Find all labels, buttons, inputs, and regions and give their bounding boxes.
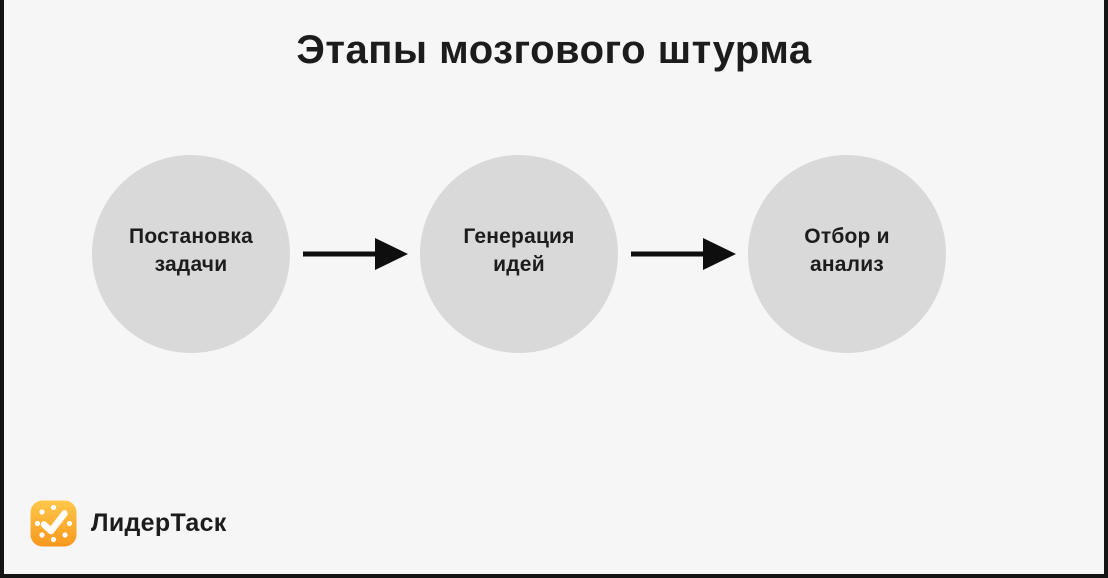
connector-1 <box>290 236 420 272</box>
brand-name: ЛидерТаск <box>91 509 227 537</box>
step-label-line: Отбор и <box>804 225 890 249</box>
step-label: Генерация идей <box>463 223 574 278</box>
step-label-line: задачи <box>154 253 228 276</box>
check-clock-icon <box>30 500 77 547</box>
arrow-right-icon <box>302 238 408 270</box>
arrow-right-icon <box>630 238 736 270</box>
step-label-line: идей <box>493 253 545 276</box>
step-label-line: Генерация <box>463 225 575 249</box>
step-label-line: Постановка <box>129 225 253 249</box>
step-circle-idea-generation: Генерация идей <box>420 155 618 353</box>
page-title: Этапы мозгового штурма <box>296 28 812 72</box>
step-label: Отбор и анализ <box>804 223 889 278</box>
flow-diagram: Постановка задачи Генерация идей <box>92 155 946 353</box>
step-label-line: анализ <box>810 253 884 276</box>
brand-footer: ЛидерТаск <box>30 500 227 547</box>
step-circle-problem-statement: Постановка задачи <box>92 155 290 353</box>
connector-2 <box>618 236 748 272</box>
step-circle-selection-analysis: Отбор и анализ <box>748 155 946 353</box>
step-label: Постановка задачи <box>129 223 253 278</box>
